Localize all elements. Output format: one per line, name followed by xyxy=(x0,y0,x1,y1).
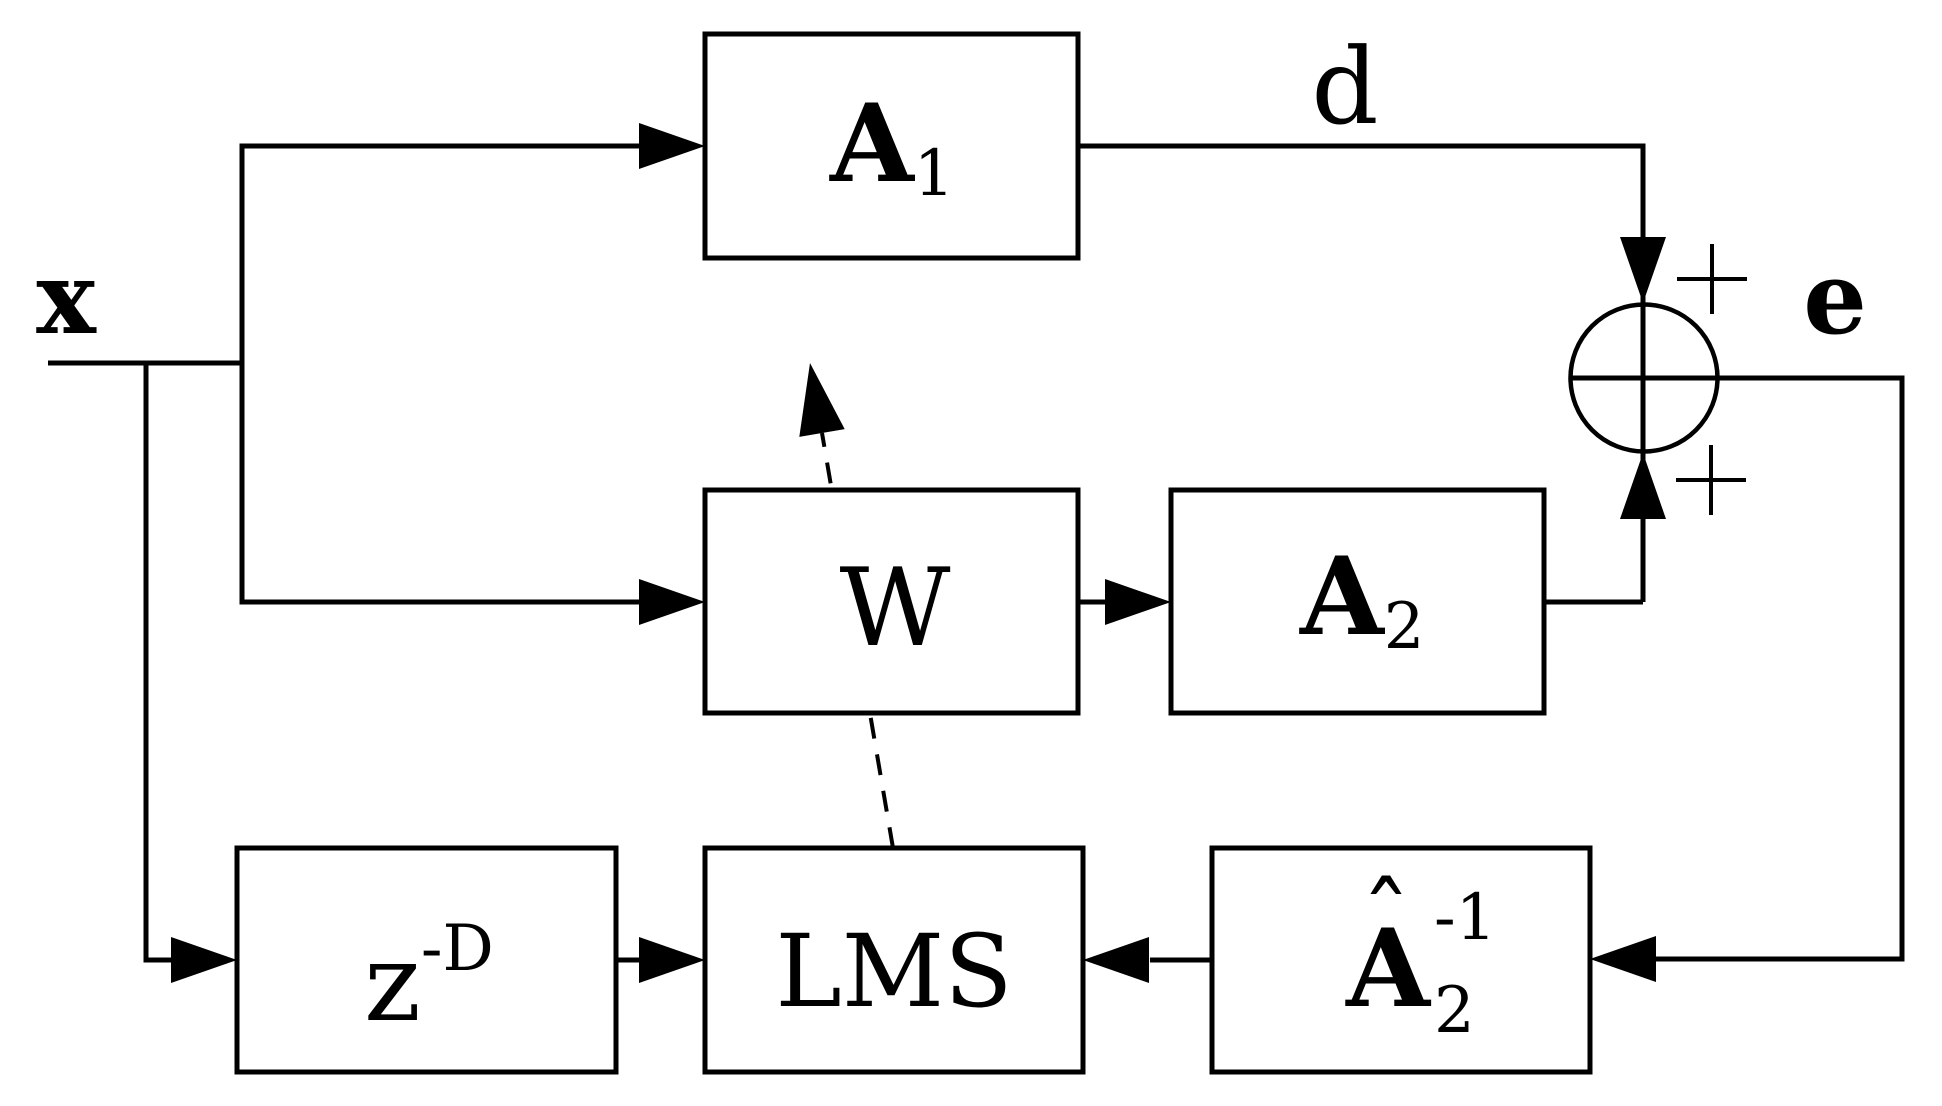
a2inv-base: A xyxy=(1345,906,1432,1032)
a2inv-input-arrowhead-icon xyxy=(1590,936,1656,982)
x-branch-to-delay-line xyxy=(143,363,176,963)
sum-junction-circle xyxy=(1568,302,1720,454)
delay-superscript: -D xyxy=(421,912,494,986)
w-input-arrowhead-icon xyxy=(639,579,705,625)
a1-input-arrowhead-icon xyxy=(639,123,705,169)
a2-input-arrowhead-icon xyxy=(1105,579,1171,625)
signal-x-label: x xyxy=(36,239,97,357)
lms-right-input-arrowhead-icon xyxy=(1083,937,1149,983)
a2-subscript: 2 xyxy=(1384,590,1425,664)
delay-base: z xyxy=(364,921,421,1046)
sum-plus-top-icon xyxy=(1677,244,1747,314)
a2inv-subscript: 2 xyxy=(1434,974,1475,1048)
delay-input-arrowhead-icon xyxy=(171,937,237,983)
a2inv-superscript: -1 xyxy=(1434,881,1496,955)
lms-left-input-arrowhead-icon xyxy=(639,937,705,983)
x-branch-to-w-line xyxy=(239,363,645,605)
a2inv-hat-icon: ˆ xyxy=(1361,863,1411,980)
block-w xyxy=(702,487,1081,716)
a2-base: A xyxy=(1299,534,1386,660)
a1-base: A xyxy=(829,81,916,207)
block-a2 xyxy=(1168,487,1547,716)
signal-e-label: e xyxy=(1803,239,1867,357)
block-a2inv-label: A ˆ 2 -1 xyxy=(1345,863,1496,1048)
block-delay xyxy=(234,845,619,1075)
summer-top-input-arrowhead-icon xyxy=(1620,237,1666,303)
block-delay-label: z-D xyxy=(364,912,494,1046)
block-w-label: W xyxy=(839,546,950,671)
dashed-adaptation-arrowhead-icon xyxy=(799,363,845,437)
block-a1-label: A1 xyxy=(829,81,955,211)
block-a2-label: A2 xyxy=(1299,534,1425,664)
sum-plus-bottom-icon xyxy=(1676,445,1746,515)
block-lms-label: LMS xyxy=(775,913,1012,1030)
a1-subscript: 1 xyxy=(914,137,955,211)
signal-d-label: d xyxy=(1311,26,1378,148)
summer-bottom-input-arrowhead-icon xyxy=(1620,453,1666,519)
error-feedback-line xyxy=(1570,375,1905,962)
block-a2inv xyxy=(1209,845,1593,1075)
block-lms xyxy=(702,845,1086,1075)
x-branch-to-a1-line xyxy=(239,143,645,363)
block-a1 xyxy=(702,31,1081,261)
